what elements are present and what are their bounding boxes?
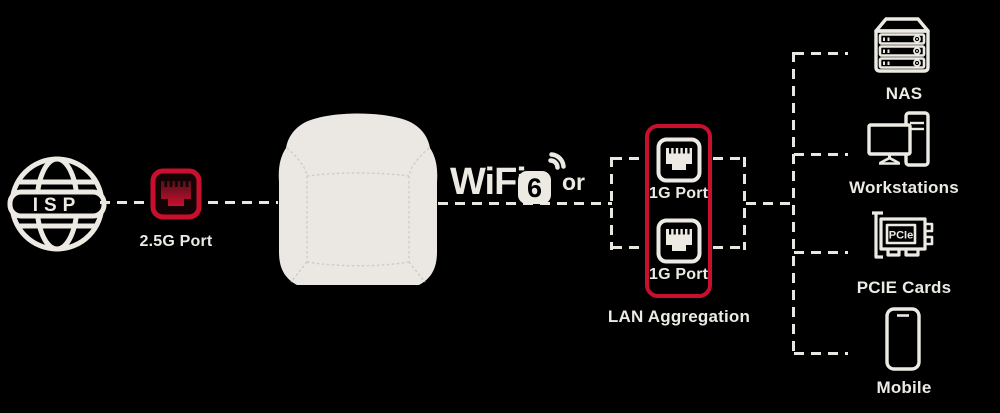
device-label-mobile: Mobile (876, 378, 932, 397)
connector-merge-bottom (713, 246, 744, 249)
connector-merge-right (743, 157, 746, 250)
connector-split-left (610, 157, 613, 250)
connector-feed (746, 202, 793, 205)
device-label-pcie: PCIE Cards (856, 278, 952, 297)
ethernet-port-icon (656, 218, 701, 264)
wifi-signal-icon: 6 (518, 152, 566, 204)
connector-split-top (612, 157, 644, 160)
globe-icon: ISP (7, 156, 107, 252)
connector-branch-pcie (794, 251, 848, 254)
isp-label: ISP (33, 195, 82, 216)
connector-merge-top (713, 157, 744, 160)
wifi-generation: 6 (527, 173, 542, 203)
pcie-card-text: PCIe (889, 230, 913, 242)
connector-branch-nas (794, 52, 848, 55)
connector-branch-workstations (794, 153, 848, 156)
connector-port-router (208, 201, 278, 204)
ethernet-port-red-icon (150, 168, 202, 220)
lan-port-2-label: 1G Port (649, 266, 709, 283)
connector-branch-mobile (794, 352, 848, 355)
connector-split-bottom (612, 246, 644, 249)
wan-port-label: 2.5G Port (139, 233, 213, 250)
mobile-phone-icon (885, 307, 921, 371)
nas-server-icon (874, 17, 930, 73)
ethernet-port-icon (656, 137, 701, 183)
lan-port-1-label: 1G Port (649, 185, 709, 202)
router-device (278, 113, 438, 285)
lan-aggregation-caption: LAN Aggregation (607, 307, 751, 326)
device-label-workstations: Workstations (849, 178, 959, 197)
wifi-label: WiFi (450, 161, 527, 203)
workstation-icon (867, 111, 930, 167)
device-label-nas: NAS (885, 84, 923, 103)
or-label: or (562, 169, 585, 195)
connector-isp-port (100, 201, 148, 204)
lan-aggregation-box: 1G Port 1G Port (645, 124, 712, 298)
connector-trunk (792, 52, 795, 355)
pcie-card-icon: PCIe (872, 211, 934, 259)
